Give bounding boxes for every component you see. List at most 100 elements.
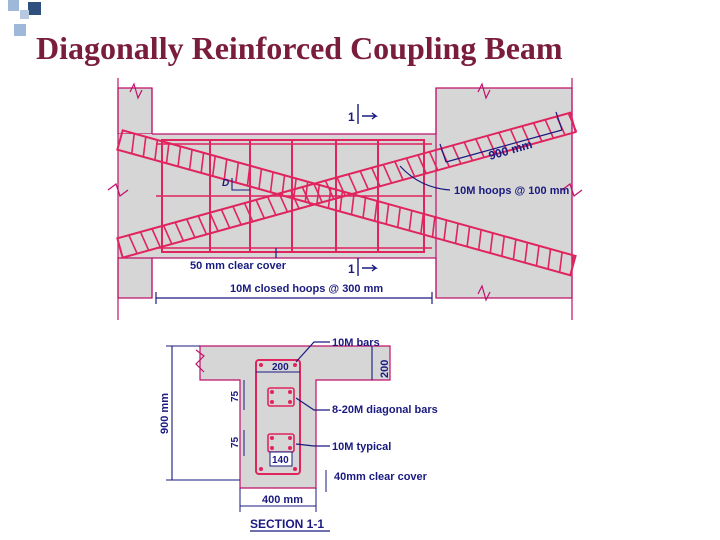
break-mark [129, 82, 143, 100]
diagonal-tie [362, 197, 367, 218]
left-wall-pier [117, 87, 153, 135]
deco-square [28, 2, 41, 15]
diagonal-tie [211, 155, 216, 177]
diagonal-tie [255, 199, 266, 219]
diagonal-tie [547, 248, 552, 270]
diagonal-tie [347, 173, 358, 194]
diagonal-tie [567, 112, 578, 133]
diagonal-tie [235, 162, 240, 183]
diagonal-tie [382, 164, 393, 184]
section-arrow [362, 112, 379, 120]
diagonal-tie [524, 242, 529, 263]
clear-cover-label: 50 mm clear cover [190, 260, 287, 272]
left-wall-base [117, 257, 153, 299]
diagonal-cage-rising [116, 111, 578, 259]
rebar-dot [293, 363, 297, 367]
break-mark [195, 349, 205, 373]
top-width-label: 200 [272, 362, 289, 373]
diagonal-tie [475, 138, 485, 158]
diagonal-tie [174, 222, 185, 242]
deco-square [8, 0, 19, 11]
diagonal-tie [281, 175, 286, 196]
rebar-dot [259, 467, 263, 471]
diagonal-tie [185, 218, 196, 238]
diagonal-dimension-line [445, 129, 563, 163]
diagonal-tie [142, 136, 147, 157]
diagonal-tie [197, 215, 208, 235]
deco-square [20, 10, 29, 19]
diagonal-tie [128, 234, 138, 254]
section-mark-bottom: 1 [348, 262, 355, 276]
diagonal-tie [521, 125, 532, 145]
diagonal-tie [417, 154, 427, 174]
diagonal-tie [405, 157, 416, 177]
slab-and-web [199, 345, 391, 489]
diagonal-cage-falling [116, 129, 577, 277]
typical-leader [295, 443, 330, 447]
diagonal-tie [327, 187, 332, 209]
closed-hoops-label: 10M closed hoops @ 300 mm [230, 283, 383, 295]
diagonal-tie [431, 216, 436, 238]
diagonal-tie [165, 143, 170, 164]
rebar-dot [293, 467, 297, 471]
cross-section-view: 10M bars 200 200 900 mm 75 75 8-20M diag… [159, 337, 438, 532]
rebar-dot [259, 363, 263, 367]
outer-stirrup [255, 359, 301, 475]
diagonal-tie [486, 135, 497, 155]
diagonal-tie [558, 252, 563, 273]
diagonal-tie [336, 177, 347, 197]
spacing-top-label: 75 [230, 390, 241, 402]
core-width-label: 140 [272, 455, 289, 466]
diagonal-tie [428, 151, 439, 171]
diagonal-bars-leader [295, 397, 330, 411]
title-decoration [0, 0, 60, 48]
break-mark [107, 183, 129, 197]
diagonal-cage-ties [130, 133, 575, 276]
break-mark [561, 183, 583, 197]
rebar-dot [288, 436, 292, 440]
diagonal-tie [544, 119, 555, 139]
diagonal-tie [324, 180, 335, 200]
typical-label: 10M typical [332, 441, 391, 453]
diagonal-tie [466, 226, 471, 247]
diagonal-tie [501, 236, 506, 257]
rebar-dot [288, 446, 292, 450]
diagonal-tie [304, 181, 309, 202]
dimension-tick [155, 292, 433, 304]
diagonal-tie [570, 255, 575, 276]
width-label: 400 mm [262, 494, 303, 506]
section-arrow [362, 264, 379, 272]
diagonal-tie [154, 139, 159, 161]
dimension-d-arrow [231, 178, 250, 191]
diagonal-bar-group-top [267, 387, 295, 407]
rebar-dot [270, 446, 274, 450]
bars-leader [295, 341, 330, 363]
height-label: 900 mm [159, 393, 171, 434]
diagonal-tie [151, 228, 161, 248]
diagonal-tie [532, 122, 543, 142]
section-mark-top: 1 [348, 110, 355, 124]
diagonal-tie [188, 149, 193, 170]
diagonal-tie [451, 145, 462, 165]
diagonal-tie [420, 213, 425, 234]
diagonal-tie [258, 168, 263, 190]
diagonal-tie [396, 207, 401, 228]
dimension-d-label: D [222, 178, 229, 189]
diagonal-tie [223, 159, 228, 180]
section-caption: SECTION 1-1 [250, 517, 324, 531]
core-width-box [269, 451, 293, 467]
rebar-dot [270, 400, 274, 404]
diagonal-tie [246, 165, 251, 186]
diagonal-tie [220, 209, 231, 229]
section-clear-cover-label: 40mm clear cover [334, 471, 428, 483]
spacing-bottom-label: 75 [230, 436, 241, 448]
rebar-dot [288, 400, 292, 404]
deco-square [14, 24, 26, 36]
diagonal-tie [350, 194, 355, 215]
rebar-dot [288, 390, 292, 394]
hoops-label: 10M hoops @ 100 mm [454, 185, 569, 197]
slide-title: Diagonally Reinforced Coupling Beam [36, 30, 563, 66]
diagonal-tie [278, 193, 289, 213]
rebar-dots [259, 363, 297, 471]
